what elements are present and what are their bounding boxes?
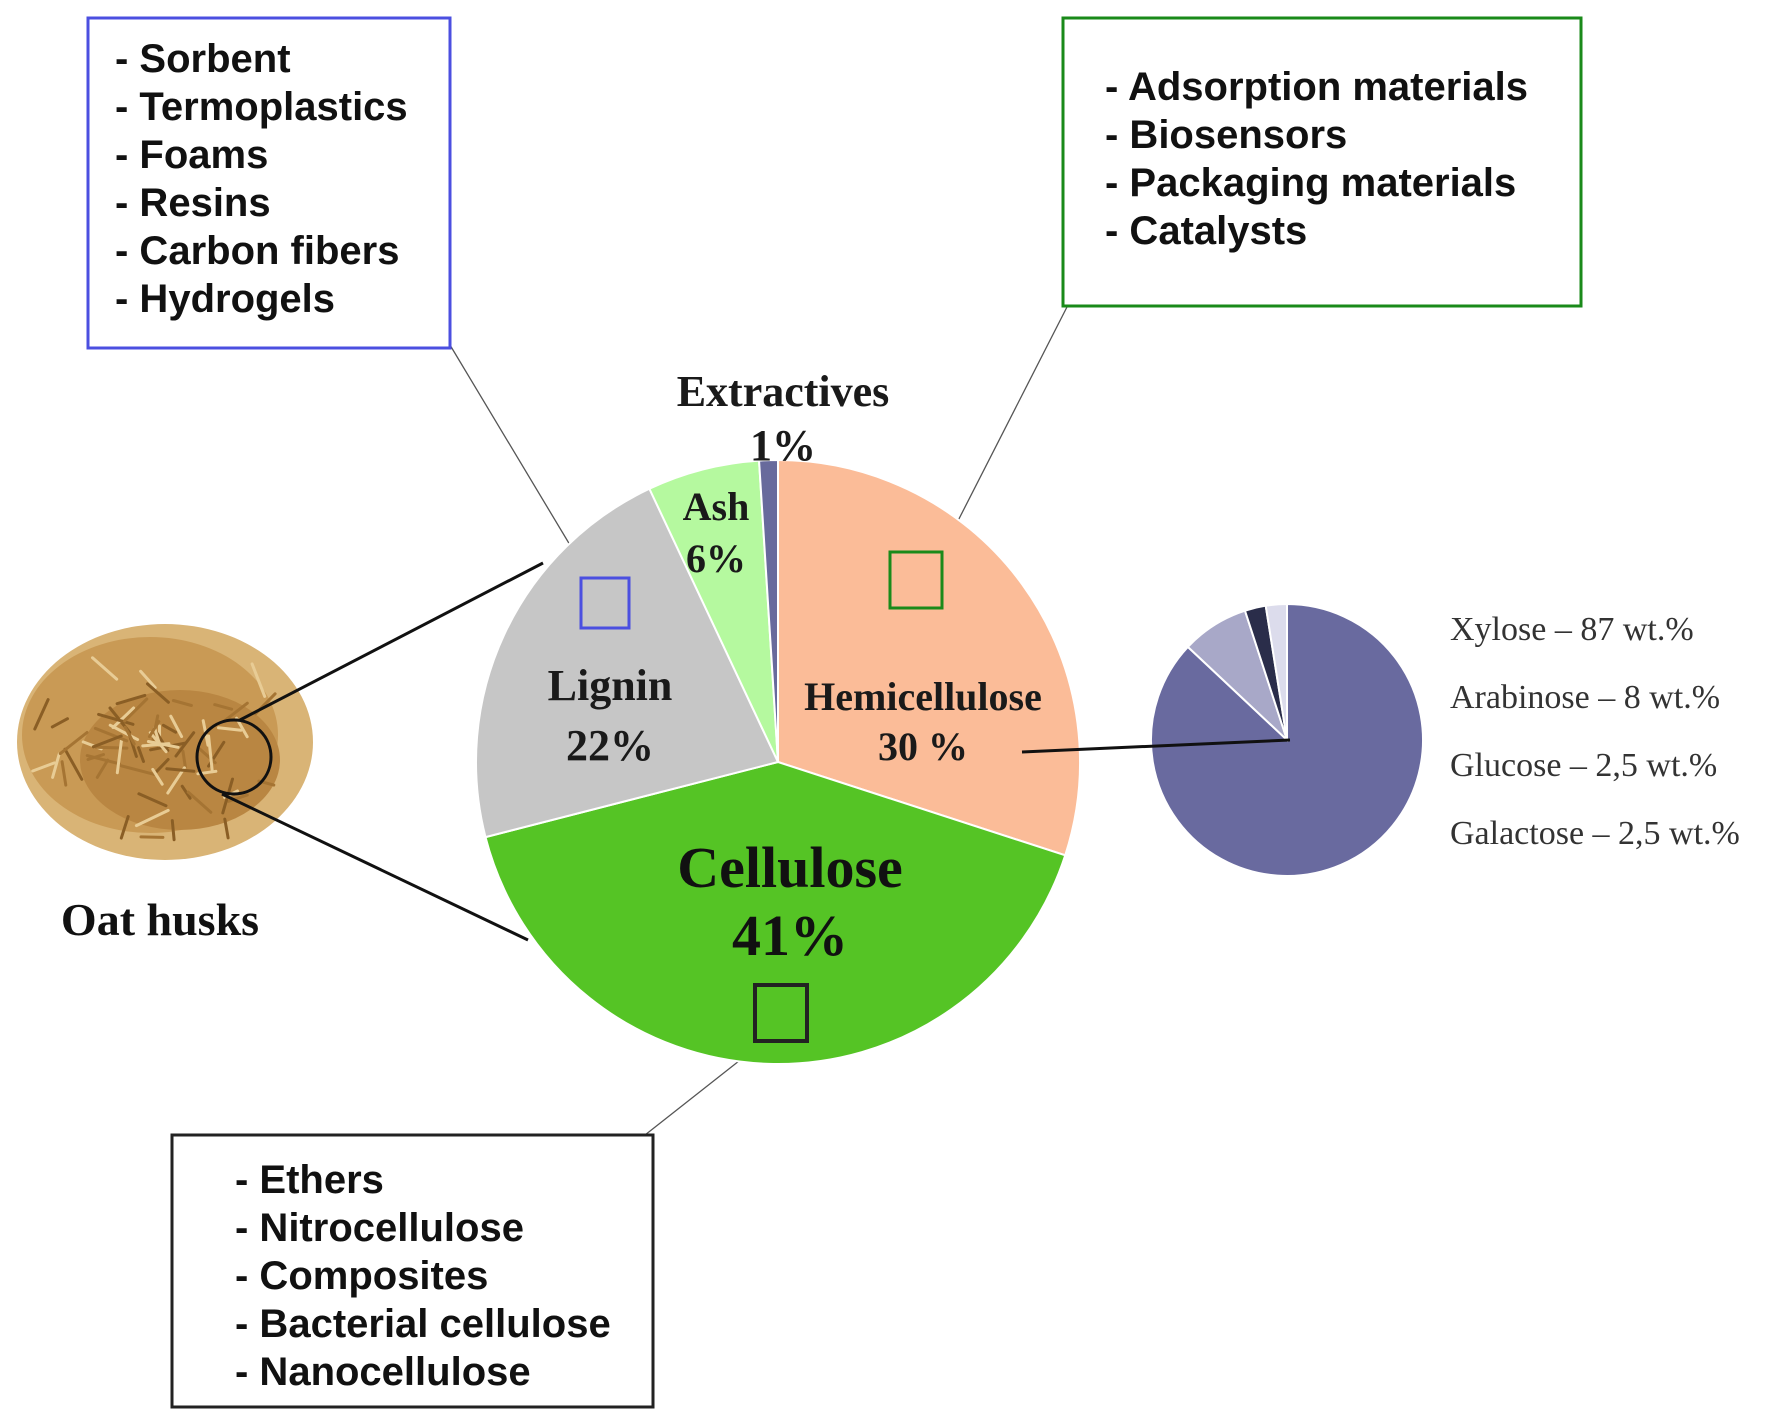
husk-strand — [91, 734, 123, 749]
husk-strand — [250, 662, 267, 698]
pie-slice-cellulose — [484, 760, 1067, 1065]
lignin-app-item: - Resins — [115, 181, 271, 225]
husk-strand — [119, 815, 130, 840]
hemicellulose-connector-line — [1021, 738, 1291, 754]
husk-strand — [151, 767, 164, 786]
main-composition-pie — [475, 458, 1081, 1065]
husk-strand — [31, 761, 56, 773]
husk-strand — [180, 784, 192, 800]
cellulose-marker-square — [753, 983, 809, 1043]
husk-strand — [153, 726, 161, 746]
cellulose-applications-box: - Ethers - Nitrocellulose - Composites -… — [170, 1133, 655, 1409]
hemicellulose-percent: 30 % — [878, 724, 968, 769]
husk-strand — [91, 656, 119, 681]
husk-strand — [146, 740, 180, 749]
husk-strand — [213, 703, 234, 711]
husk-strand — [97, 712, 135, 726]
zoom-line-top — [239, 561, 544, 722]
lignin-app-item: - Termoplastics — [115, 85, 408, 129]
husk-strand — [217, 726, 243, 732]
lignin-leader-line — [449, 344, 589, 576]
husk-strand — [146, 682, 170, 704]
lignin-app-item: - Hydrogels — [115, 277, 335, 321]
husk-strand — [115, 737, 124, 775]
legend-xylose: Xylose – 87 wt.% — [1450, 611, 1694, 648]
husk-strand — [95, 758, 110, 779]
oat-husks-caption: Oat husks — [61, 894, 259, 945]
hemicellulose-app-item: - Catalysts — [1105, 209, 1307, 253]
husk-strand — [123, 697, 149, 723]
cellulose-app-item: - Ethers — [235, 1158, 384, 1202]
legend-galactose: Galactose – 2,5 wt.% — [1450, 815, 1740, 852]
cellulose-app-item: - Composites — [235, 1254, 488, 1298]
husk-strand — [137, 746, 145, 763]
husk-strand — [139, 835, 165, 839]
husk-strand — [139, 669, 157, 690]
hemicellulose-marker-square — [888, 550, 944, 610]
husk-strand — [134, 808, 170, 828]
husk-strand — [119, 764, 156, 776]
hemicellulose-app-item: - Adsorption materials — [1105, 65, 1528, 109]
husk-strand — [148, 720, 161, 739]
husk-strand — [198, 747, 217, 765]
pie-slice-extractives — [757, 458, 779, 763]
magnifier-circle-icon — [195, 718, 273, 796]
lignin-marker-square — [579, 576, 631, 630]
lignin-applications-box: - Sorbent - Termoplastics - Foams - Resi… — [86, 16, 452, 350]
husk-strand — [94, 745, 129, 750]
husk-strand — [170, 819, 176, 842]
husk-strand — [86, 753, 105, 761]
husk-strand — [50, 717, 69, 729]
lignin-app-item: - Sorbent — [115, 37, 291, 81]
husk-strand — [165, 767, 196, 773]
extractives-label: Extractives — [677, 367, 890, 416]
cellulose-app-item: - Nanocellulose — [235, 1350, 531, 1394]
husk-strand — [123, 725, 136, 746]
hemicellulose-leader-line — [937, 304, 1069, 561]
husk-strand — [174, 731, 196, 758]
legend-arabinose: Arabinose – 8 wt.% — [1450, 679, 1720, 716]
cellulose-percent: 41% — [732, 903, 848, 968]
husk-strand — [171, 699, 193, 707]
pie-slice-lignin — [475, 487, 780, 839]
hemicellulose-label: Hemicellulose — [804, 674, 1042, 719]
cellulose-label: Cellulose — [677, 835, 903, 900]
husk-strand — [207, 734, 214, 774]
husk-strand — [161, 723, 178, 734]
hemicellulose-app-item: - Packaging materials — [1105, 161, 1516, 205]
husk-strand — [169, 714, 184, 739]
husk-strand — [115, 693, 147, 706]
husk-strand — [93, 726, 129, 743]
husk-strand — [58, 731, 89, 756]
ash-percent: 6% — [686, 536, 746, 581]
hemicellulose-applications-box: - Adsorption materials - Biosensors - Pa… — [1061, 16, 1583, 308]
husk-strand — [166, 766, 186, 795]
husk-strand — [181, 749, 187, 769]
ash-label: Ash — [683, 484, 750, 529]
husk-strand — [111, 706, 136, 729]
husk-strand — [33, 698, 50, 731]
husk-strand — [154, 758, 170, 774]
husk-strand — [63, 747, 84, 781]
husk-strand — [222, 701, 249, 723]
pie-slice-galactose — [1264, 602, 1288, 741]
husk-strand — [60, 760, 68, 787]
lignin-percent: 22% — [566, 721, 654, 770]
cellulose-app-item: - Bacterial cellulose — [235, 1302, 611, 1346]
legend-glucose: Glucose – 2,5 wt.% — [1450, 747, 1717, 784]
zoom-line-bottom — [221, 792, 529, 942]
lignin-app-item: - Foams — [115, 133, 268, 177]
pie-slice-hemicellulose — [777, 458, 1081, 857]
husk-strand — [223, 817, 230, 840]
hemicellulose-app-item: - Biosensors — [1105, 113, 1347, 157]
extractives-percent: 1% — [750, 421, 816, 470]
husk-strand — [186, 790, 213, 814]
husk-strand — [51, 752, 61, 779]
husk-strand — [137, 792, 168, 808]
lignin-app-item: - Carbon fibers — [115, 229, 399, 273]
cellulose-app-item: - Nitrocellulose — [235, 1206, 524, 1250]
lignin-label: Lignin — [548, 661, 673, 710]
